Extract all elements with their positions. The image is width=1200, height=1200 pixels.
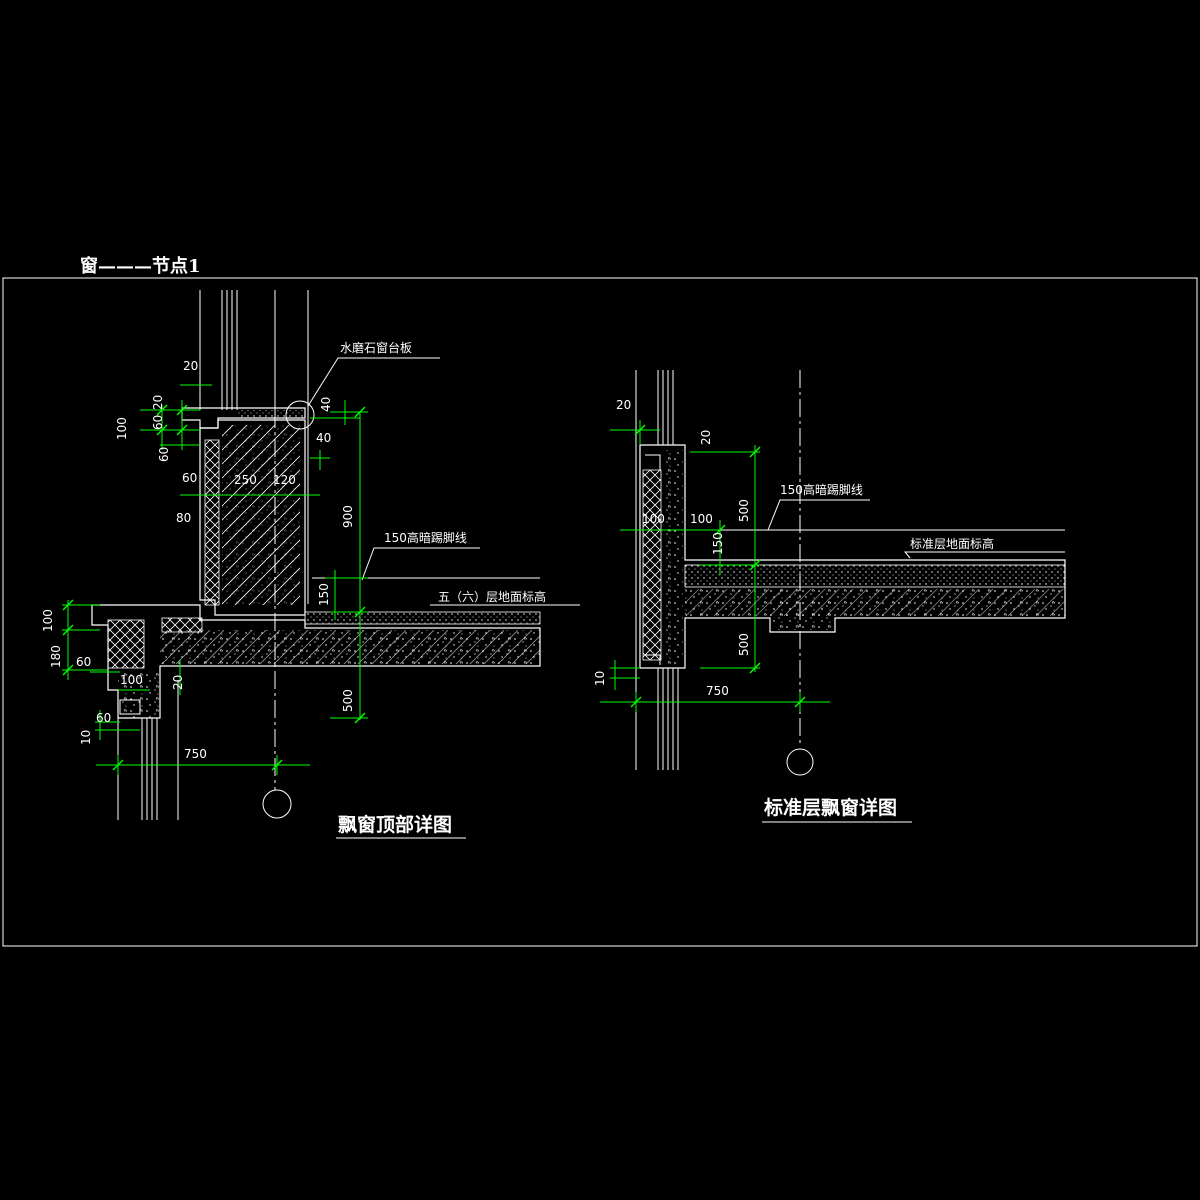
label-sill: 水磨石窗台板 [340, 340, 412, 355]
dim-250: 250 [234, 473, 257, 487]
left-dimension-lines [62, 384, 368, 775]
dim-100-c: 100 [120, 673, 143, 687]
dim-60-e: 60 [96, 711, 111, 725]
label-skirting: 150高暗踢脚线 [384, 530, 467, 545]
right-dimension-lines [600, 420, 830, 712]
dim-60-c: 60 [182, 471, 197, 485]
dim-180: 180 [49, 645, 63, 668]
right-dim-500-top: 500 [737, 499, 751, 522]
dim-120: 120 [273, 473, 296, 487]
dim-80: 80 [176, 511, 191, 525]
right-dim-20-b: 20 [699, 430, 713, 445]
dim-10: 10 [79, 730, 93, 745]
right-wall-outline [639, 444, 1066, 669]
label-floor-level: 五（六）层地面标高 [438, 589, 546, 604]
window-frame-upper [199, 290, 309, 604]
right-floor-finish [684, 564, 1066, 588]
floor-finish [304, 611, 541, 625]
insulation-strip [204, 439, 220, 606]
drawing-frame [2, 277, 1198, 947]
dim-60-a: 60 [151, 415, 165, 430]
dim-60-d: 60 [76, 655, 91, 669]
right-insulation [642, 469, 662, 661]
right-detail: 150高暗踢脚线 标准层地面标高 2 [593, 370, 1066, 823]
right-dim-750: 750 [706, 684, 729, 698]
dim-100-b: 100 [41, 609, 55, 632]
dim-40-a: 40 [319, 397, 333, 412]
right-dim-100-a: 100 [642, 512, 665, 526]
right-dim-10: 10 [593, 671, 607, 686]
dim-500: 500 [341, 689, 355, 712]
right-dim-100-b: 100 [690, 512, 713, 526]
axis-bubble [262, 789, 292, 819]
dim-150: 150 [317, 583, 331, 606]
right-axis-bubble [786, 748, 814, 776]
dim-100: 100 [115, 417, 129, 440]
dim-900: 900 [341, 505, 355, 528]
right-label-floor-level: 标准层地面标高 [910, 536, 994, 551]
dim-60-b: 60 [157, 447, 171, 462]
dim-20-c: 20 [171, 675, 185, 690]
right-dim-20-a: 20 [616, 398, 631, 412]
dim-750: 750 [184, 747, 207, 761]
insulation-block [107, 619, 145, 669]
left-caption: 飘窗顶部详图 [338, 813, 452, 836]
dim-20-top: 20 [183, 359, 198, 373]
dim-20-b: 20 [151, 395, 165, 410]
right-dim-150: 150 [711, 532, 725, 555]
right-caption: 标准层飘窗详图 [764, 796, 897, 819]
left-detail: 水磨石窗台板 150高暗踢脚线 五（六）层地面标高 [41, 290, 580, 839]
dim-40-b: 40 [316, 431, 331, 445]
right-label-skirting: 150高暗踢脚线 [780, 482, 863, 497]
right-dim-500-bot: 500 [737, 633, 751, 656]
sheet-title: 窗———节点1 [80, 255, 201, 277]
